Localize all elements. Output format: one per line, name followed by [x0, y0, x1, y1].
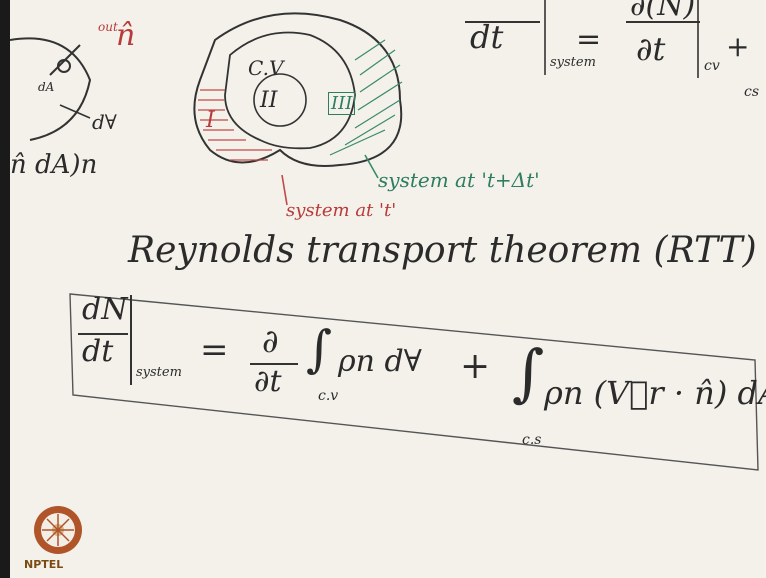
- top-equals: =: [576, 22, 602, 57]
- main-integral-cs: ∫: [512, 336, 545, 409]
- n-dA-label: n̂ dA)n: [10, 150, 98, 180]
- equation-box: [69, 293, 759, 471]
- main-integral-cv: ∫: [306, 320, 333, 378]
- green-hatching: [329, 39, 403, 156]
- red-arrow: [281, 174, 288, 206]
- main-system-sub: system: [136, 365, 182, 380]
- main-equals: =: [200, 330, 229, 370]
- main-integrand-1: ρn d∀: [338, 344, 422, 379]
- top-lhs-dt: dt: [470, 18, 504, 56]
- region-i-label: I: [206, 108, 215, 133]
- region-ii-circle: [253, 73, 307, 127]
- area-element-circle: [57, 59, 71, 73]
- cv-label: C.V: [248, 56, 284, 80]
- top-cv-sub: cv: [704, 58, 720, 74]
- top-system-sub: system: [550, 55, 596, 70]
- main-dt: dt: [82, 334, 114, 369]
- normal-vector-label: n̂: [116, 18, 136, 53]
- system-t-dt-label: system at 't+Δt': [378, 168, 540, 192]
- main-partial-t: ∂t: [254, 364, 282, 399]
- green-arrow: [364, 154, 379, 179]
- system-outline: [193, 12, 403, 167]
- surface-arc: [10, 37, 92, 141]
- top-cs-sub: cs: [744, 84, 760, 100]
- top-partial-den: ∂t: [636, 30, 666, 68]
- nptel-logo-icon: [34, 506, 82, 554]
- main-cs-sub: c.s: [522, 432, 542, 448]
- volume-pointer: [59, 104, 91, 119]
- main-dN: dN: [82, 292, 128, 327]
- rtt-heading: Reynolds transport theorem (RTT): [128, 230, 757, 271]
- region-iii-label: III: [328, 92, 356, 115]
- nptel-logo-text: NPTEL: [24, 558, 64, 571]
- whiteboard: n̂ out dA d∀ n̂ dA)n C.V II I III system…: [10, 0, 766, 578]
- whiteboard-drawing: [10, 0, 759, 471]
- dA-label: dA: [38, 80, 55, 94]
- control-volume-outline: [224, 31, 356, 150]
- main-integrand-2: ρn (V⃗r · n̂) dA: [544, 374, 766, 412]
- top-plus: +: [726, 30, 750, 63]
- out-label: out: [98, 20, 118, 34]
- main-plus: +: [460, 346, 491, 387]
- system-t-label: system at 't': [286, 200, 397, 221]
- main-cv-sub: c.v: [318, 388, 339, 404]
- region-ii-label: II: [260, 88, 278, 113]
- main-partial: ∂: [262, 322, 279, 360]
- red-hatching: [198, 89, 272, 161]
- top-partial-num: ∂(N): [630, 0, 696, 23]
- dV-label: d∀: [92, 110, 117, 134]
